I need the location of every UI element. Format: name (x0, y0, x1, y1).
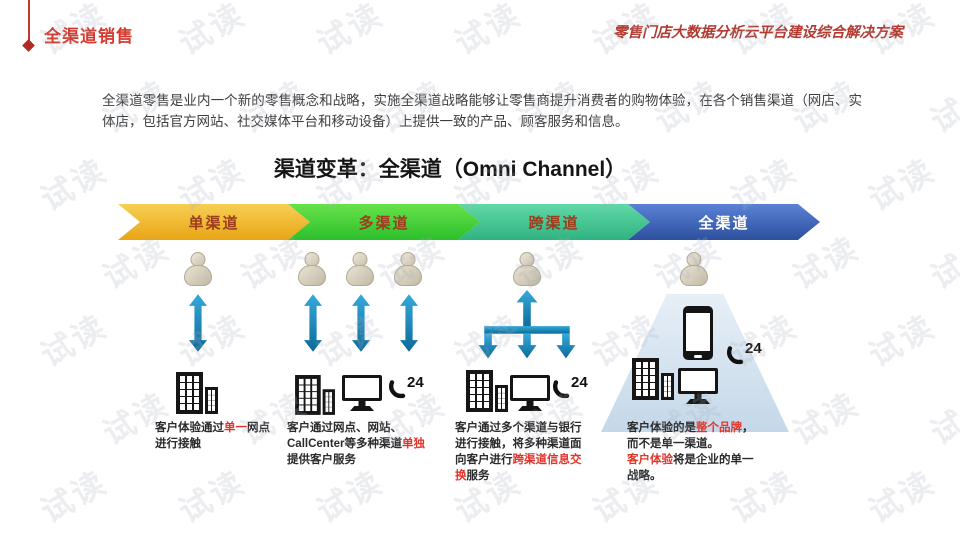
store-building-icon (295, 373, 336, 415)
title-accent-line (28, 0, 30, 42)
caption-cross-channel: 客户通过多个渠道与银行进行接触，将多种渠道面向客户进行跨渠道信息交换服务 (455, 422, 582, 482)
caption-single-channel: 客户体验通过单一网点进行接触 (155, 422, 270, 450)
stage-label: 全渠道 (698, 214, 750, 232)
website-monitor-icon (510, 375, 550, 412)
store-building-icon (466, 368, 509, 412)
caption-multi-channel: 客户通过网点、网站、CallCenter等多种渠道单独提供客户服务 (287, 422, 426, 466)
title-accent-diamond (22, 39, 35, 52)
diagram-heading: 渠道变革：全渠道（Omni Channel） (273, 158, 627, 181)
customer-icon (296, 252, 328, 286)
callcenter-24-icon: 24 (388, 374, 424, 401)
callcenter-24-icon: 24 (552, 374, 588, 401)
phone-24-label: 24 (571, 374, 588, 391)
customer-icon (511, 252, 543, 286)
website-monitor-icon (342, 375, 382, 412)
branching-arrow-icon (472, 290, 582, 366)
page-title: 全渠道销售 (44, 27, 134, 46)
customer-icon (344, 252, 376, 286)
two-way-arrow-icon (400, 292, 418, 354)
stage-chevron-omni-channel: 全渠道 (628, 204, 820, 240)
callcenter-24-icon: 24 (726, 340, 762, 367)
two-way-arrow-icon (352, 292, 370, 354)
stage-label: 跨渠道 (528, 214, 580, 232)
caption-omni-channel: 客户体验的是整个品牌， 而不是单一渠道。 客户体验将是企业的单一战略。 (627, 422, 754, 482)
website-monitor-icon (678, 368, 718, 405)
customer-icon (392, 252, 424, 286)
customer-icon (678, 252, 710, 286)
intro-paragraph: 全渠道零售是业内一个新的零售概念和战略，实施全渠道战略能够让零售商提升消费者的购… (102, 93, 862, 129)
stage-chevron-cross-channel: 跨渠道 (458, 204, 650, 240)
customer-icon (182, 252, 214, 286)
stage-label: 多渠道 (358, 214, 410, 232)
stage-chevron-multi-channel: 多渠道 (288, 204, 480, 240)
store-building-icon (632, 356, 675, 400)
smartphone-icon (683, 306, 713, 360)
two-way-arrow-icon (304, 292, 322, 354)
stage-label: 单渠道 (188, 214, 240, 232)
two-way-arrow-icon (189, 292, 207, 354)
store-building-icon (176, 370, 219, 414)
stage-chevron-single-channel: 单渠道 (118, 204, 310, 240)
phone-24-label: 24 (745, 340, 762, 357)
header-subtitle: 零售门店大数据分析云平台建设综合解决方案 (613, 25, 903, 41)
phone-24-label: 24 (407, 374, 424, 391)
